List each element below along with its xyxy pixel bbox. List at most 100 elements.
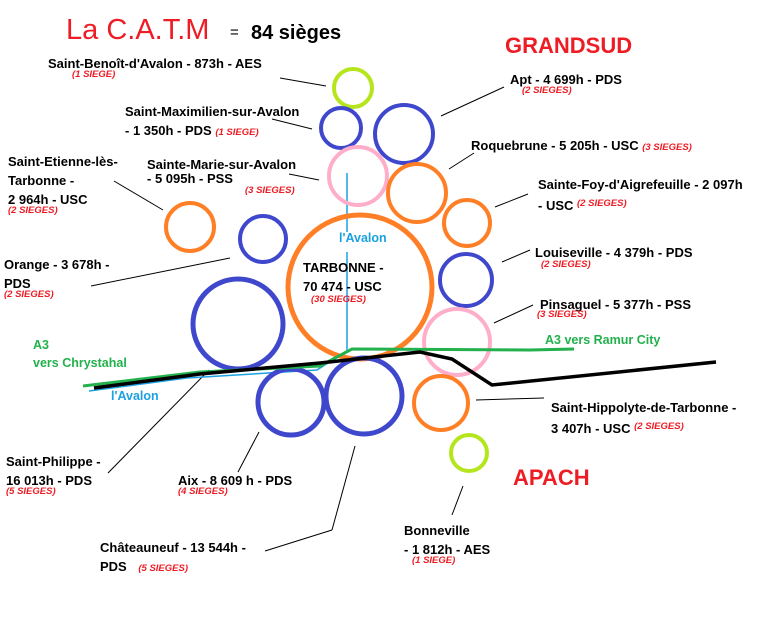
- label-text: Châteauneuf - 13 544h -: [100, 540, 246, 555]
- label-text: Pinsaguel - 5 377h - PSS: [540, 297, 691, 312]
- label-saint-philippe: Saint-Philippe - 16 013h - PDS (5 SIEGES…: [6, 452, 101, 498]
- label-text: - 1 350h - PDS: [125, 123, 212, 138]
- leader-line-chateauneuf-b: [331, 445, 356, 531]
- label-text: Apt - 4 699h - PDS: [510, 72, 622, 87]
- label-text: - 1 812h - AES: [404, 542, 491, 557]
- label-text: Aix - 8 609 h - PDS: [178, 473, 293, 488]
- label-text: Sainte-Marie-sur-Avalon: [147, 157, 297, 172]
- a3-west-label: A3 vers Chrystahal: [33, 336, 127, 372]
- leader-line-saint-benoit: [279, 77, 327, 87]
- leader-line-saint-philippe: [107, 369, 210, 474]
- label-text: Saint-Etienne-lès-: [8, 154, 118, 169]
- river-label-west: l'Avalon: [111, 389, 159, 403]
- seats-badge: (5 SIEGES): [138, 563, 188, 574]
- label-text: PDS: [4, 276, 31, 291]
- leader-line-saint-maximilien: [271, 118, 313, 130]
- a3-west-label-line2: vers Chrystahal: [33, 356, 127, 370]
- leader-line-orange: [90, 257, 231, 287]
- seats-badge: (2 SIEGES): [577, 198, 627, 209]
- label-pinsaguel: Pinsaguel - 5 377h - PSS (3 SIEGES): [537, 295, 691, 321]
- circle-louiseville[interactable]: [438, 252, 494, 308]
- label-text: Saint-Philippe -: [6, 454, 101, 469]
- label-tarbonne: TARBONNE - 70 474 - USC (30 SIEGES): [303, 258, 384, 306]
- leader-line-pinsaguel: [493, 304, 534, 324]
- a3-east-label: A3 vers Ramur City: [545, 333, 661, 347]
- circle-pinsaguel[interactable]: [422, 307, 492, 377]
- label-orange: Orange - 3 678h - PDS (2 SIEGES): [4, 255, 109, 301]
- label-sainte-marie: Sainte-Marie-sur-Avalon - 5 095h - PSS (…: [147, 155, 296, 197]
- leader-lines: [90, 77, 545, 552]
- region-grandsud: GRANDSUD: [505, 33, 633, 58]
- leader-line-roquebrune: [448, 152, 475, 170]
- label-louiseville: Louiseville - 4 379h - PDS (2 SIEGES): [535, 243, 693, 271]
- seats-badge: (1 SIEGE): [72, 69, 116, 80]
- a3-west-label-line1: A3: [33, 338, 49, 352]
- label-text: Tarbonne -: [8, 173, 75, 188]
- label-apt: Apt - 4 699h - PDS (2 SIEGES): [510, 70, 622, 97]
- region-apach: APACH: [513, 465, 590, 490]
- label-saint-benoit: Saint-Benoît-d'Avalon - 873h - AES (1 SI…: [48, 54, 262, 81]
- circle-orange[interactable]: [238, 214, 288, 264]
- label-text: Roquebrune - 5 205h - USC: [471, 138, 639, 153]
- label-text: Orange - 3 678h -: [4, 257, 110, 272]
- seats-badge: (1 SIEGE): [412, 555, 456, 566]
- label-text: - USC: [538, 198, 574, 213]
- total-seats: 84 sièges: [251, 22, 342, 44]
- leader-line-saint-hippolyte: [475, 397, 545, 401]
- seats-badge: (1 SIEGE): [215, 127, 259, 138]
- circle-saint-etienne[interactable]: [164, 201, 216, 253]
- label-roquebrune: Roquebrune - 5 205h - USC (3 SIEGES): [471, 136, 692, 157]
- seats-badge: (2 SIEGES): [541, 259, 591, 270]
- diagram-title: La C.A.T.M: [66, 14, 210, 46]
- circle-saint-hippolyte[interactable]: [412, 374, 470, 432]
- seats-badge: (2 SIEGES): [8, 205, 58, 216]
- label-saint-maximilien: Saint-Maximilien-sur-Avalon - 1 350h - P…: [125, 102, 299, 142]
- circle-saint-maximilien[interactable]: [319, 106, 363, 150]
- leader-line-chateauneuf-a: [264, 529, 333, 552]
- label-text: 16 013h - PDS: [6, 473, 92, 488]
- seats-badge: (2 SIEGES): [634, 421, 684, 432]
- circle-saint-benoit[interactable]: [332, 67, 374, 109]
- label-chateauneuf: Châteauneuf - 13 544h - PDS (5 SIEGES): [100, 538, 246, 578]
- leader-line-sainte-marie: [288, 173, 320, 181]
- circle-bonneville[interactable]: [449, 433, 489, 473]
- circle-saint-philippe[interactable]: [190, 276, 286, 372]
- seats-badge: (2 SIEGES): [4, 289, 54, 300]
- label-saint-hippolyte: Saint-Hippolyte-de-Tarbonne - 3 407h - U…: [551, 398, 736, 438]
- label-text: Louiseville - 4 379h - PDS: [535, 245, 693, 260]
- seats-badge: (30 SIEGES): [311, 294, 366, 305]
- label-sainte-foy: Sainte-Foy-d'Aigrefeuille - 2 097h - USC…: [538, 175, 743, 215]
- leader-line-apt: [440, 86, 505, 117]
- railway-line: [93, 350, 717, 390]
- circle-chateauneuf[interactable]: [323, 355, 405, 437]
- label-text: Sainte-Foy-d'Aigrefeuille - 2 097h: [538, 177, 743, 192]
- label-text: TARBONNE -: [303, 260, 384, 275]
- label-text: Saint-Benoît-d'Avalon - 873h - AES: [48, 56, 262, 71]
- label-text: PDS: [100, 559, 127, 574]
- seats-badge: (3 SIEGES): [245, 185, 295, 196]
- circle-sainte-foy[interactable]: [442, 198, 492, 248]
- leader-line-sainte-foy: [494, 193, 529, 208]
- circle-apt[interactable]: [373, 103, 435, 165]
- label-text: Saint-Hippolyte-de-Tarbonne -: [551, 400, 737, 415]
- circle-roquebrune[interactable]: [386, 162, 448, 224]
- label-text: 70 474 - USC: [303, 279, 382, 294]
- river-label-center: l'Avalon: [339, 231, 387, 245]
- label-text: Saint-Maximilien-sur-Avalon: [125, 104, 300, 119]
- leader-line-saint-etienne: [113, 180, 164, 211]
- leader-line-bonneville: [451, 485, 464, 516]
- label-saint-etienne: Saint-Etienne-lès- Tarbonne - 2 964h - U…: [8, 152, 118, 217]
- seats-badge: (4 SIEGES): [178, 486, 228, 497]
- highway-a3: [82, 347, 575, 388]
- label-text: - 5 095h - PSS: [147, 171, 233, 186]
- label-text: 3 407h - USC: [551, 421, 631, 436]
- circle-aix[interactable]: [255, 366, 327, 438]
- title-equals: =: [230, 24, 239, 41]
- leader-line-louiseville: [501, 249, 531, 263]
- label-aix: Aix - 8 609 h - PDS (4 SIEGES): [178, 471, 292, 498]
- seats-badge: (2 SIEGES): [522, 85, 572, 96]
- circle-sainte-marie[interactable]: [327, 145, 389, 207]
- label-bonneville: Bonneville - 1 812h - AES (1 SIEGE): [404, 521, 490, 567]
